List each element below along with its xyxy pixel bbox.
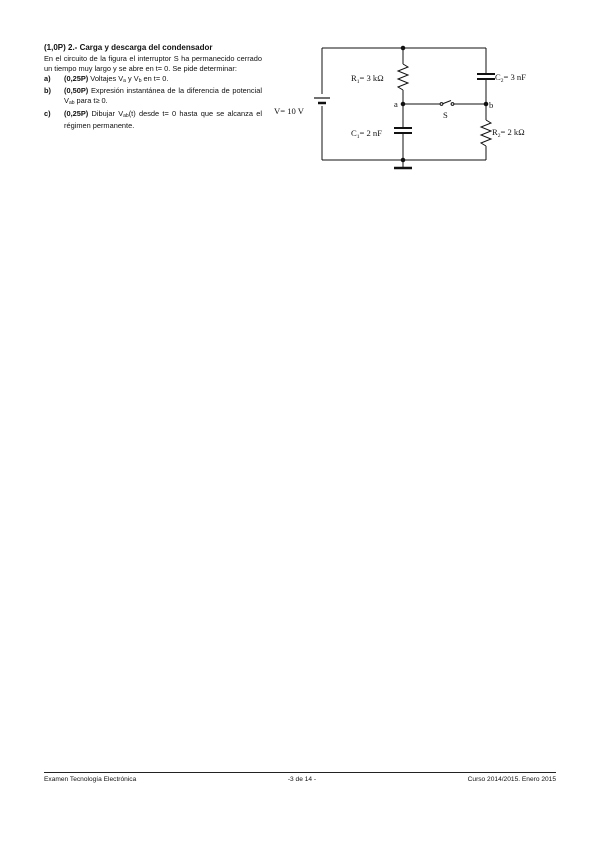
question-label: a) (44, 74, 51, 84)
junction-a (400, 101, 406, 107)
question-a: a) (0,25P) Voltajes Va y Vb en t= 0. (44, 74, 262, 86)
node-a-label: a (394, 99, 398, 109)
question-text: (0,25P) Voltajes Va y Vb en t= 0. (64, 74, 169, 85)
r2-label: R2= 2 kΩ (492, 127, 525, 139)
switch-blade (441, 100, 452, 105)
problem-statement: (1,0P) 2.- Carga y descarga del condensa… (44, 43, 262, 131)
footer-date: Curso 2014/2015. Enero 2015 (467, 776, 556, 783)
question-text: (0,50P) Expresión instantánea de la dife… (64, 86, 262, 107)
resistor-r2 (479, 119, 493, 147)
footer-course-name: Examen Tecnología Electrónica (44, 776, 137, 783)
node-b-label: b (489, 100, 493, 110)
question-label: c) (44, 108, 51, 118)
junction-top (400, 45, 406, 51)
junction-bottom (400, 157, 406, 163)
question-b: b) (0,50P) Expresión instantánea de la d… (44, 86, 262, 108)
circuit-diagram: V= 10 V R1= 3 kΩ C1= 2 nF C2= 3 nF R2= 2… (274, 45, 526, 170)
footer-page-number: -3 de 14 - (287, 776, 317, 783)
question-points: (0,25P) (64, 108, 89, 118)
question-label: b) (44, 86, 51, 96)
junction-b (483, 101, 489, 107)
problem-title: (1,0P) 2.- Carga y descarga del condensa… (44, 43, 213, 52)
switch-contact-right (450, 102, 455, 106)
switch-label: S (443, 110, 448, 120)
question-text: (0,25P) Dibujar Vab(t) desde t= 0 hasta … (64, 108, 262, 130)
question-points: (0,25P) (64, 74, 89, 84)
resistor-r1 (396, 63, 410, 91)
question-points: (0,50P) (64, 86, 89, 96)
c2-label: C2= 3 nF (495, 72, 526, 84)
source-label: V= 10 V (274, 106, 305, 116)
question-c: c) (0,25P) Dibujar Vab(t) desde t= 0 has… (44, 109, 262, 131)
r1-label: R1= 3 kΩ (351, 73, 384, 85)
switch-contact-left (439, 102, 444, 106)
page-footer: Examen Tecnología Electrónica -3 de 14 -… (44, 772, 556, 783)
c1-label: C1= 2 nF (351, 128, 382, 140)
problem-intro: En el circuito de la figura el interrupt… (44, 54, 262, 74)
